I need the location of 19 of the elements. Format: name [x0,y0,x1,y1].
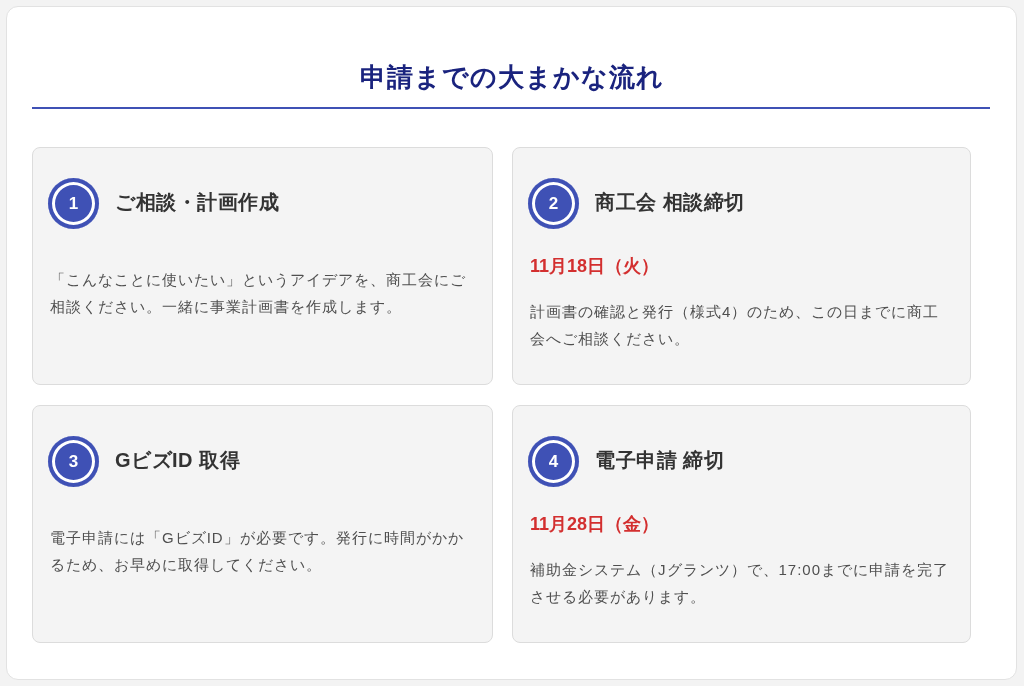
step-description: 補助金システム（Jグランツ）で、17:00までに申請を完了させる必要があります。 [530,560,951,607]
deadline-date: 11月28日（金） [530,513,661,536]
number-circle: 3 [48,436,99,487]
step-card [512,147,971,385]
step-heading: 電子申請 締切 [595,448,725,473]
number-circle: 4 [528,436,579,487]
step-description: 電子申請には「GビズID」が必要です。発行に時間がかかるため、お早めに取得してください。 [50,528,465,575]
step-card [32,405,493,643]
step-heading: GビズID 取得 [115,448,241,473]
step-card [32,147,493,385]
step-description: 「こんなことに使いたい」というアイデアを、商工会にご相談ください。一緒に事業計画書を作成します。 [50,270,467,317]
number-circle: 1 [48,178,99,229]
page-title: 申請までの大まかな流れ [360,61,664,94]
step-heading: 商工会 相談締切 [595,190,745,215]
step-card [512,405,971,643]
deadline-date: 11月18日（火） [530,255,661,278]
number-circle: 2 [528,178,579,229]
step-heading: ご相談・計画作成 [115,190,279,215]
step-description: 計画書の確認と発行（様式4）のため、この日までに商工会へご相談ください。 [530,302,941,349]
